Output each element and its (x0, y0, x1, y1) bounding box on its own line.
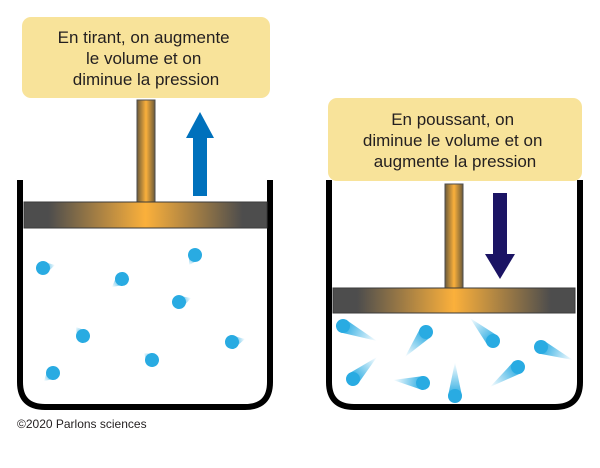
gas-particle (172, 295, 191, 309)
particle-motion-trail (448, 362, 462, 396)
particle-dot (486, 334, 500, 348)
particle-dot (76, 329, 90, 343)
left-caption-line: En tirant, on augmente (58, 28, 230, 47)
left-caption-line: diminue la pression (73, 70, 219, 89)
gas-particle (75, 326, 90, 343)
left-caption-box (22, 17, 270, 98)
gas-particle (112, 272, 129, 287)
gas-particle (36, 261, 55, 275)
particle-dot (115, 272, 129, 286)
copyright-notice: ©2020 Parlons sciences (17, 417, 147, 431)
gas-particle (470, 318, 500, 348)
right-caption-line: augmente la pression (374, 152, 537, 171)
left-container (17, 180, 273, 410)
particle-dot (172, 295, 186, 309)
particle-dot (36, 261, 50, 275)
right-caption-box (328, 98, 582, 181)
left-piston-rod (136, 99, 156, 204)
gas-particle (144, 353, 159, 367)
particle-dot (419, 325, 433, 339)
gas-particle (490, 360, 525, 388)
right-panel: En poussant, on diminue le volume et on … (326, 98, 583, 410)
left-panel: En tirant, on augmente le volume et on d… (17, 17, 273, 410)
right-caption: En poussant, on diminue le volume et on … (363, 110, 547, 171)
gas-particle (346, 357, 377, 386)
particle-dot (346, 372, 360, 386)
particle-dot (416, 376, 430, 390)
particle-dot (46, 366, 60, 380)
gas-particle (448, 362, 462, 403)
particle-dot (511, 360, 525, 374)
left-piston-plate (23, 201, 268, 229)
right-piston-rod (444, 183, 464, 290)
right-container (326, 180, 583, 410)
down-arrow-icon (485, 193, 515, 279)
gas-particle (43, 366, 60, 382)
particle-motion-trail (393, 376, 424, 390)
particle-dot (534, 340, 548, 354)
right-caption-line: En poussant, on (391, 110, 514, 129)
particle-dot (188, 248, 202, 262)
gas-particle (336, 319, 377, 341)
particle-dot (448, 389, 462, 403)
up-arrow-icon (186, 112, 214, 196)
particle-dot (145, 353, 159, 367)
right-caption-line: diminue le volume et on (363, 131, 543, 150)
gas-particle (393, 376, 430, 390)
gas-particle (404, 325, 433, 358)
left-caption: En tirant, on augmente le volume et on d… (58, 28, 235, 89)
particle-dot (225, 335, 239, 349)
right-piston-plate (332, 287, 576, 314)
gas-particle (188, 248, 202, 265)
particle-dot (336, 319, 350, 333)
gas-particle (225, 335, 246, 349)
gas-particle (534, 340, 573, 360)
left-caption-line: le volume et on (86, 49, 201, 68)
